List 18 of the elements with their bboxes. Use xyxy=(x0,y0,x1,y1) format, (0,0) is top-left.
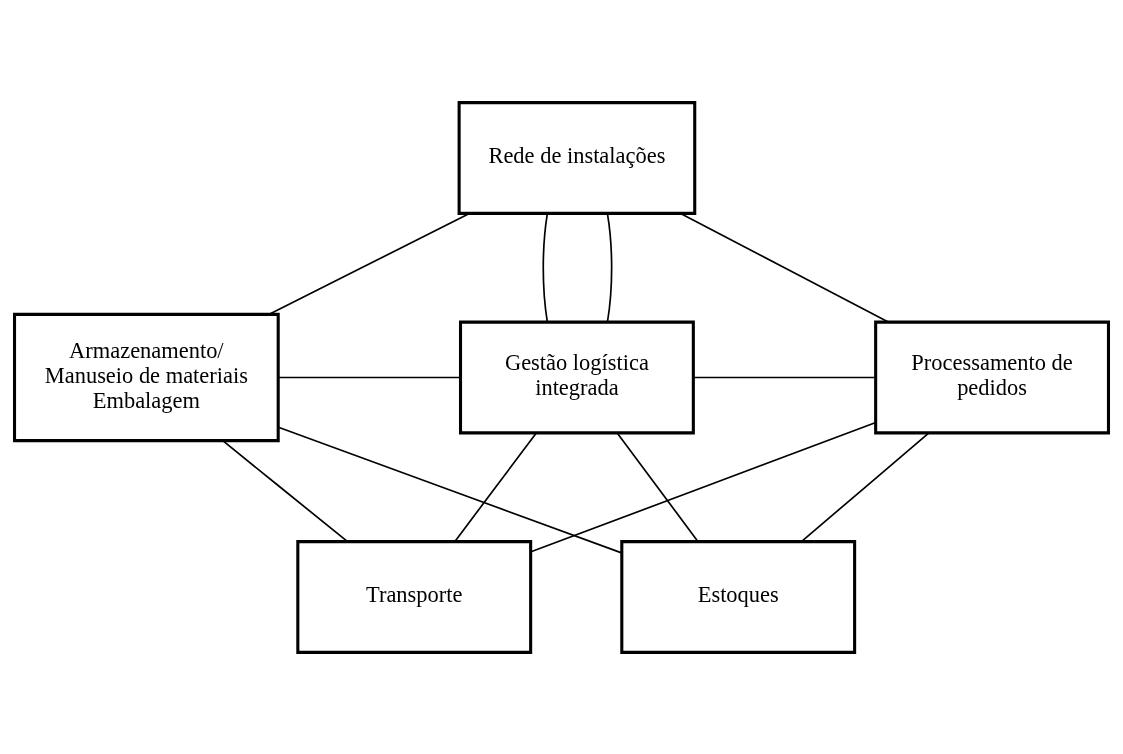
node-box: Armazenamento/ Manuseio de materiais Embalagem xyxy=(12,312,280,442)
connector xyxy=(277,376,462,378)
connector xyxy=(692,376,877,378)
node-box: Estoques xyxy=(620,539,857,654)
node-box: Gestão logística integrada xyxy=(458,320,695,434)
node-box: Processamento de pedidos xyxy=(874,320,1110,434)
connector xyxy=(268,212,471,315)
connector xyxy=(616,431,699,542)
connector xyxy=(530,421,876,553)
node-box: Transporte xyxy=(296,539,533,654)
connector xyxy=(542,212,549,323)
connector xyxy=(606,212,613,323)
connector xyxy=(679,212,890,323)
node-box: Rede de instalações xyxy=(457,100,697,215)
connector xyxy=(454,431,538,542)
connector xyxy=(800,431,930,542)
connector xyxy=(277,425,623,554)
connector xyxy=(221,439,349,542)
